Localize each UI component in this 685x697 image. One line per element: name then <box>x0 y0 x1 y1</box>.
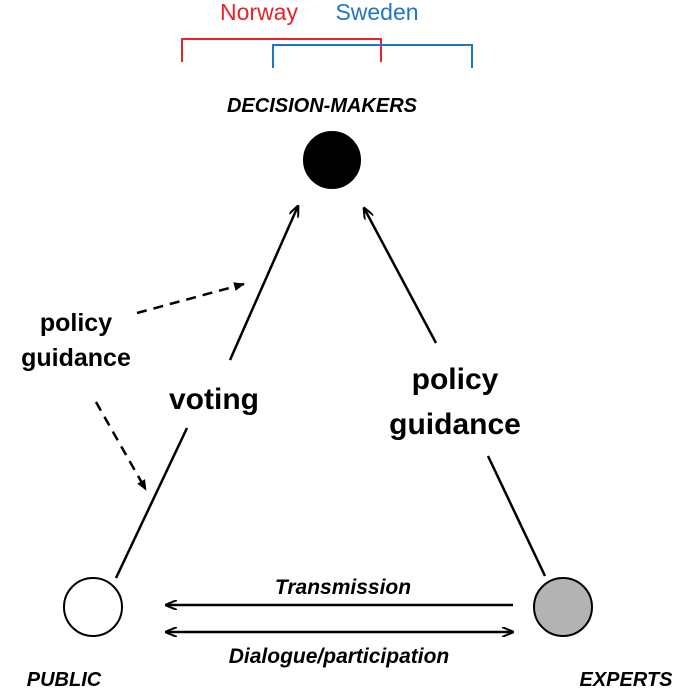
voting-line-lower <box>114 427 189 579</box>
norway-bracket-line <box>181 38 382 62</box>
decision-makers-node <box>303 131 361 189</box>
expert-guidance-arrow <box>364 208 438 344</box>
voting-arrow <box>228 206 298 361</box>
dialogue-label: Dialogue/participation <box>229 645 450 668</box>
experts-node <box>533 577 593 637</box>
sweden-bracket: Sweden <box>272 0 473 68</box>
voting-label: voting <box>169 383 259 416</box>
expert-guidance-label-line2: guidance <box>389 408 521 441</box>
public-node <box>63 577 123 637</box>
norway-bracket: Norway <box>181 0 382 62</box>
sweden-bracket-line <box>272 44 473 68</box>
public-guidance-label-line1: policy <box>40 309 112 337</box>
experts-label: EXPERTS <box>580 669 674 691</box>
public-guidance-label-line2: guidance <box>21 344 131 372</box>
public-guidance-dashed-arrow-upper <box>136 282 245 315</box>
transmission-label: Transmission <box>275 576 411 599</box>
sweden-label: Sweden <box>335 0 418 25</box>
decision-makers-label: DECISION-MAKERS <box>227 95 418 117</box>
expert-guidance-label-line1: policy <box>412 363 499 396</box>
expert-guidance-line-lower <box>486 455 547 577</box>
norway-label: Norway <box>220 0 298 25</box>
public-label: PUBLIC <box>27 669 102 691</box>
public-guidance-dashed-arrow-lower <box>94 401 148 491</box>
